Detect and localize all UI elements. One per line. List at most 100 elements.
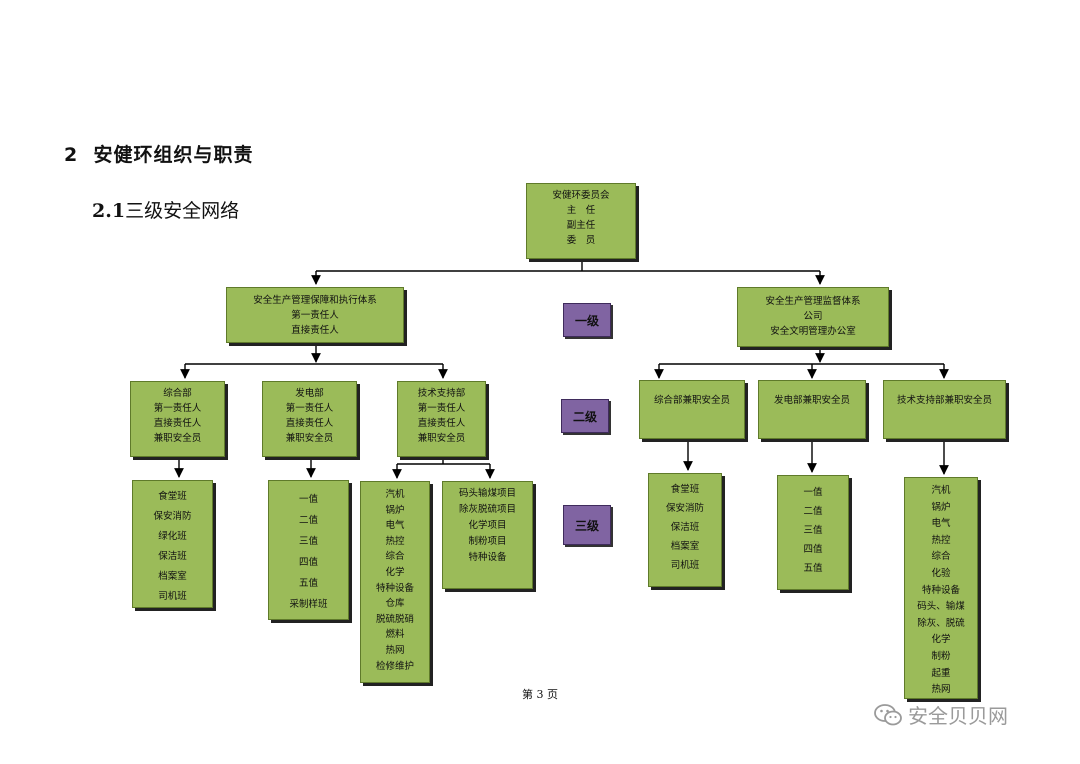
committee-line: 主 任 (566, 205, 596, 216)
team-item: 电气 (931, 518, 951, 530)
team-item: 食堂班 (670, 484, 700, 495)
team-item: 保安消防 (153, 511, 192, 522)
team-item: 综合 (385, 551, 405, 563)
dept-line: 直接责任人 (153, 418, 202, 429)
team-item: 采制样班 (289, 599, 328, 610)
subsection-title: 三级安全网络 (125, 200, 240, 222)
team-fadian-box: 一值 二值 三值 四值 五值 采制样班 (268, 480, 349, 620)
page-number: 第 3 页 (522, 688, 558, 701)
committee-line: 委 员 (566, 235, 596, 246)
team-item: 除灰、脱硫 (917, 617, 965, 629)
team-item: 四值 (298, 557, 318, 568)
team-item: 特种设备 (375, 582, 414, 594)
team-item: 司机班 (670, 560, 700, 571)
team-item: 司机班 (158, 591, 187, 602)
team-item: 五值 (298, 578, 318, 589)
right-dept-title: 发电部兼职安全员 (773, 395, 850, 406)
team-item: 三值 (803, 525, 823, 536)
watermark: 安全贝贝网 (874, 700, 1008, 729)
team-item: 脱硫脱硝 (375, 613, 414, 625)
team-item: 综合 (931, 551, 951, 563)
team-item: 特种设备 (468, 552, 507, 563)
team-item: 化验 (931, 567, 951, 579)
rteam-fadian-box: 一值 二值 三值 四值 五值 (777, 475, 849, 590)
left-system-title: 安全生产管理保障和执行体系 (253, 295, 377, 306)
dept-line: 直接责任人 (285, 418, 334, 429)
watermark-text: 安全贝贝网 (908, 704, 1008, 728)
team-item: 汽机 (931, 485, 951, 496)
level-two-label: 二级 (561, 399, 609, 433)
left-system-line: 第一责任人 (291, 310, 339, 321)
right-system-line: 公司 (803, 311, 823, 322)
dept-title: 发电部 (295, 388, 324, 399)
team-jishu-b-box: 码头输煤项目 除灰脱硫项目 化学项目 制粉项目 特种设备 (442, 481, 533, 589)
dept-line: 兼职安全员 (417, 433, 466, 444)
right-system-title: 安全生产管理监督体系 (765, 296, 861, 307)
dept-line: 直接责任人 (417, 418, 466, 429)
right-system-line: 安全文明管理办公室 (770, 326, 856, 337)
team-item: 保洁班 (158, 551, 187, 562)
team-item: 档案室 (670, 541, 700, 552)
team-item: 绿化班 (158, 531, 187, 542)
dept-title: 技术支持部 (417, 388, 466, 399)
right-dept-title: 技术支持部兼职安全员 (896, 395, 992, 406)
team-item: 二值 (803, 506, 823, 517)
team-item: 一值 (298, 494, 318, 505)
level-one-label: 一级 (563, 303, 611, 337)
left-system-box: 安全生产管理保障和执行体系 第一责任人 直接责任人 (226, 287, 404, 343)
team-item: 热网 (931, 684, 951, 696)
team-item: 锅炉 (385, 504, 405, 516)
section-title: 安健环组织与职责 (93, 144, 254, 166)
dept-line: 兼职安全员 (153, 433, 202, 444)
right-dept-title: 综合部兼职安全员 (653, 395, 730, 406)
dept-line: 第一责任人 (417, 403, 466, 414)
team-item: 化学 (385, 566, 405, 578)
section-number: 2 (64, 144, 79, 166)
team-item: 热控 (385, 535, 405, 547)
dept-title: 综合部 (163, 388, 192, 399)
dept-line: 第一责任人 (285, 403, 334, 414)
team-item: 保洁班 (670, 522, 700, 533)
team-item: 四值 (803, 544, 823, 555)
left-system-line: 直接责任人 (291, 325, 339, 336)
dept-fadian-box: 发电部 第一责任人 直接责任人 兼职安全员 (262, 381, 357, 457)
dept-line: 第一责任人 (153, 403, 202, 414)
section-heading: 2 安健环组织与职责 (64, 140, 253, 167)
team-item: 码头、输煤 (917, 601, 965, 613)
rteam-jishu-box: 汽机 锅炉 电气 热控 综合 化验 特种设备 码头、输煤 除灰、脱硫 化学 制粉… (904, 477, 978, 699)
team-item: 汽机 (385, 489, 405, 500)
team-zonghe-box: 食堂班 保安消防 绿化班 保洁班 档案室 司机班 (132, 480, 213, 608)
team-item: 二值 (298, 515, 318, 526)
committee-title: 安健环委员会 (552, 190, 610, 201)
right-dept-zonghe-box: 综合部兼职安全员 (639, 380, 745, 439)
team-item: 三值 (298, 536, 318, 547)
team-item: 起重 (931, 667, 951, 679)
team-item: 保安消防 (665, 503, 704, 514)
team-item: 仓库 (385, 598, 405, 610)
right-dept-fadian-box: 发电部兼职安全员 (758, 380, 866, 439)
wechat-icon (874, 703, 902, 725)
team-jishu-a-box: 汽机 锅炉 电气 热控 综合 化学 特种设备 仓库 脱硫脱硝 燃料 热网 检修维… (360, 481, 430, 683)
team-item: 燃料 (385, 629, 405, 641)
committee-box: 安健环委员会 主 任 副主任 委 员 (526, 183, 636, 259)
team-item: 电气 (385, 520, 405, 532)
team-item: 五值 (803, 563, 823, 574)
right-system-box: 安全生产管理监督体系 公司 安全文明管理办公室 (737, 287, 889, 347)
team-item: 特种设备 (921, 584, 960, 596)
dept-line: 兼职安全员 (285, 433, 334, 444)
team-item: 检修维护 (375, 660, 414, 672)
team-item: 制粉 (931, 650, 951, 662)
committee-line: 副主任 (566, 220, 596, 231)
right-dept-jishu-box: 技术支持部兼职安全员 (883, 380, 1006, 439)
team-item: 食堂班 (158, 491, 187, 502)
team-item: 化学 (931, 634, 951, 646)
dept-zonghe-box: 综合部 第一责任人 直接责任人 兼职安全员 (130, 381, 225, 457)
team-item: 制粉项目 (468, 536, 507, 547)
team-item: 化学项目 (468, 520, 507, 531)
team-item: 除灰脱硫项目 (458, 504, 516, 515)
dept-jishu-box: 技术支持部 第一责任人 直接责任人 兼职安全员 (397, 381, 486, 457)
team-item: 热控 (931, 534, 951, 546)
team-item: 档案室 (158, 571, 187, 582)
subsection-number: 2.1 (92, 200, 126, 222)
